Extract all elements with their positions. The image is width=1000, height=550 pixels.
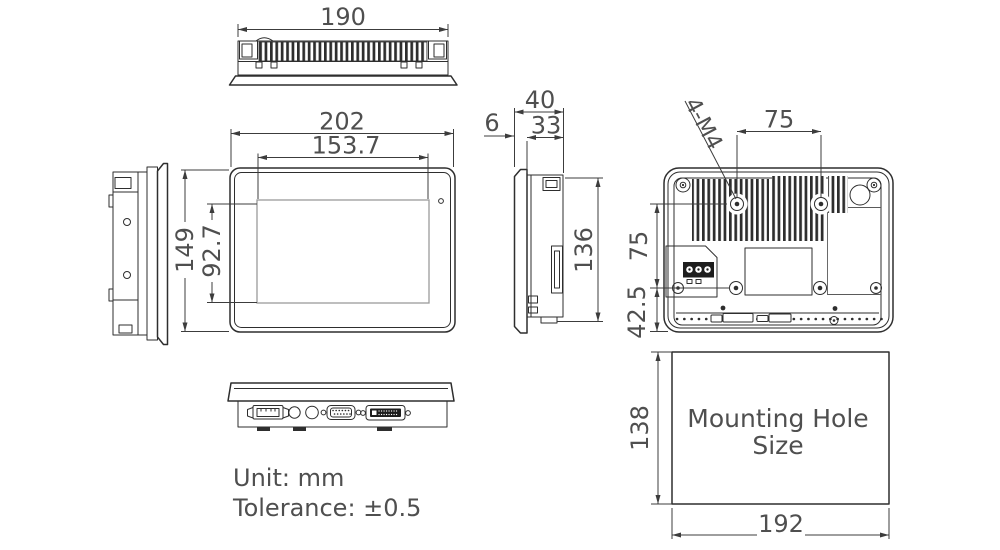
front-led-indicator: [438, 198, 444, 204]
rear-mounting-hole: [814, 197, 828, 211]
dim-side-body-height: 136: [557, 177, 603, 322]
rear-heatsink-fins: [828, 176, 848, 213]
rear-corner-screw: [866, 177, 882, 193]
rear-mounting-hole: [729, 281, 743, 295]
dim-front-display-height: 92.7: [198, 203, 257, 303]
dim-side-body-depth-label: 33: [531, 112, 562, 140]
dim-mounting-width-label: 192: [758, 510, 804, 538]
rear-corner-screw: [675, 177, 691, 193]
top-heatsink-fins: [258, 41, 428, 62]
mounting-hole-diagram: Mounting Hole Size: [671, 351, 890, 505]
callout-mount-holes-label: 4-M4: [679, 94, 727, 154]
dim-mounting-height-label: 138: [626, 405, 654, 451]
dim-rear-offset-label: 42.5: [623, 285, 651, 338]
dim-front-outer-width: 202: [230, 108, 454, 167]
rear-label-area: [744, 247, 813, 296]
dim-front-display-width: 153.7: [257, 132, 429, 199]
dim-top-width: 190: [237, 3, 449, 37]
dim-side-bezel-depth-label: 6: [484, 109, 499, 137]
note-unit: Unit: mm: [233, 464, 344, 492]
dim-side-body-height-label: 136: [570, 227, 598, 273]
right-side-view: [513, 168, 564, 334]
rear-right-panel: [827, 207, 881, 295]
side-screw-hole: [123, 218, 131, 226]
dim-rear-hole-offset-bottom: 42.5: [623, 285, 668, 339]
usb-port: [247, 405, 289, 420]
dim-mounting-width: 192: [671, 508, 890, 539]
dim-front-outer-height-label: 149: [171, 227, 199, 273]
mounting-hole-label-line1: Mounting Hole: [687, 404, 868, 433]
rear-mounting-hole: [813, 281, 827, 295]
dim-front-outer-width-label: 202: [319, 108, 365, 136]
top-view: [228, 37, 458, 86]
top-bump: [255, 37, 274, 42]
dim-rear-hole-spacing-vertical: 75: [625, 203, 730, 289]
bottom-view: [227, 382, 455, 431]
dim-top-width-label: 190: [320, 3, 366, 31]
top-bezel-edge: [228, 75, 458, 86]
front-view: [229, 167, 456, 333]
rear-gland-hole: [849, 184, 871, 206]
dim-side-bezel-depth: 6: [484, 109, 514, 139]
mounting-hole-outline: [671, 351, 890, 505]
rear-mounting-hole: [730, 197, 744, 211]
side-screw-hole: [123, 271, 131, 279]
rear-cover-screw: [870, 282, 882, 294]
dim-front-display-height-label: 92.7: [198, 224, 226, 277]
dim-front-display-width-label: 153.7: [312, 132, 381, 160]
db9-connector: [320, 405, 362, 420]
dim-rear-hspacing-label: 75: [764, 106, 795, 134]
dsub-connector: [360, 405, 411, 421]
drawing-notes: Unit: mm Tolerance: ±0.5: [232, 464, 421, 522]
power-terminal-block: [683, 262, 714, 284]
round-connector: [305, 405, 319, 420]
note-tolerance: Tolerance: ±0.5: [232, 494, 421, 522]
rear-view: [663, 167, 894, 333]
mounting-hole-label-line2: Size: [752, 431, 803, 460]
dim-side-body-depth: 33: [526, 112, 564, 173]
dim-front-outer-height: 149: [171, 169, 229, 332]
dim-rear-vspacing-label: 75: [625, 231, 653, 262]
display-area: [256, 199, 430, 304]
dim-mounting-height: 138: [626, 351, 672, 505]
dim-side-total-depth-label: 40: [525, 86, 556, 114]
left-side-view: [108, 162, 169, 346]
dim-rear-hole-spacing-horizontal: 75: [736, 106, 822, 197]
round-connector: [288, 406, 301, 419]
dim-side-total-depth: 40: [514, 86, 564, 173]
